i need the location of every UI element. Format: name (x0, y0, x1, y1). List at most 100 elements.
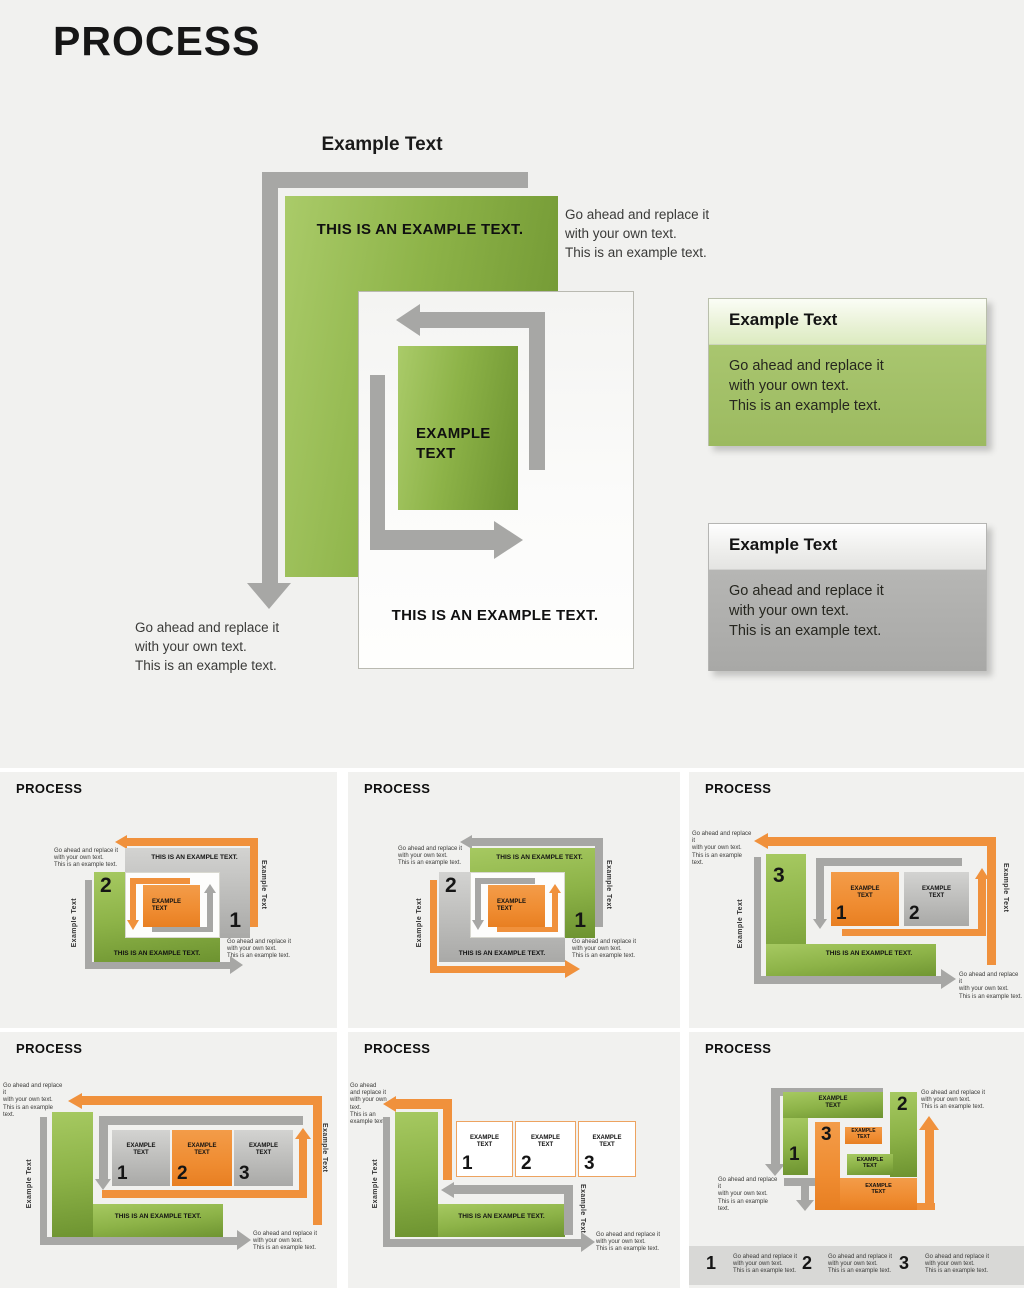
note-line: with your own text. (135, 639, 247, 655)
orange-arrow-shaft (299, 1139, 307, 1194)
gray-arrow-shaft (784, 1178, 815, 1186)
step3-number: 3 (773, 864, 785, 887)
gray-arrow-shaft (529, 312, 545, 470)
note-left: Go ahead and replace it with your own te… (135, 618, 330, 675)
note-line: This is an example text. (925, 1268, 989, 1275)
thumb-title: PROCESS (16, 781, 83, 796)
orange-small-box: EXAMPLE TEXT (845, 1127, 882, 1144)
callout-body: Go ahead and replace it with your own te… (709, 345, 986, 446)
step1-number: 1 (574, 909, 586, 932)
note-line: This is an example text. (398, 860, 462, 867)
legend-number-2: 2 (802, 1253, 813, 1273)
gray-arrow-shaft (100, 1116, 303, 1125)
gray-arrow-shaft (99, 1116, 108, 1179)
step2-number: 2 (100, 874, 112, 897)
thumbnail-process-4[interactable]: PROCESS Go ahead and replace it with you… (0, 1032, 337, 1288)
note-line: This is an example text. (921, 1104, 985, 1111)
gray-arrow-shaft (152, 927, 213, 932)
label-text: TEXT (537, 1142, 554, 1149)
arrow-up-icon (919, 1116, 939, 1130)
thumbnail-process-5[interactable]: PROCESS Go ahead and replace it with you… (348, 1032, 680, 1288)
note-line: with your own text. (565, 226, 677, 242)
label-text: TEXT (194, 1150, 210, 1157)
note-line: This is an example text. (227, 953, 291, 960)
step3-box: EXAMPLE TEXT 3 (234, 1130, 293, 1186)
center-box-label: EXAMPLE TEXT (152, 899, 181, 913)
arrow-right-icon (581, 1232, 595, 1252)
arrow-down-icon (247, 583, 291, 609)
note-left: Go ahead and replace it with your own te… (718, 1177, 780, 1213)
arrow-down-icon (95, 1179, 111, 1190)
arrow-left-icon (754, 833, 768, 849)
step1-number: 1 (789, 1144, 800, 1165)
note-bottom-right: Go ahead and replace it with your own te… (572, 939, 654, 961)
gray-arrow-shaft (801, 1178, 809, 1200)
side-label-right: Example Text (579, 1184, 586, 1234)
label-text: TEXT (476, 1142, 493, 1149)
note-line: This is an example text. (253, 1245, 317, 1252)
note-line: Go ahead and replace it (921, 1090, 986, 1096)
note-line: This is an example text. (3, 1104, 54, 1118)
callout-gray: Example Text Go ahead and replace it wit… (708, 523, 987, 671)
note-line: This is an example text. (729, 623, 882, 639)
side-label-left: Example Text (416, 898, 423, 948)
step3-label: THIS IS AN EXAMPLE TEXT. (802, 950, 936, 958)
diagram-heading: Example Text (321, 134, 443, 155)
note-line: Go ahead and replace it (253, 1231, 318, 1237)
orange-small-label: EXAMPLE TEXT (845, 1128, 882, 1141)
thumb-title: PROCESS (364, 1041, 431, 1056)
step1-label: THIS IS AN EXAMPLE TEXT. (147, 854, 242, 862)
arrow-up-icon (204, 884, 216, 893)
legend-number-1: 1 (706, 1253, 717, 1273)
note-line: This is an example text. (718, 1198, 769, 1212)
arrow-left-icon (115, 835, 127, 849)
note-line: with your own text. (729, 603, 850, 619)
orange-arrow-shaft (978, 879, 986, 936)
orange-arrow-shaft (552, 893, 558, 932)
label-text: EXAMPLE (248, 1143, 278, 1149)
note-right: Go ahead and replace it with your own te… (921, 1090, 987, 1112)
orange-arrow-shaft (925, 1130, 934, 1210)
note-line: Go ahead (350, 1083, 377, 1089)
green-sub-label: EXAMPLE TEXT (847, 1157, 893, 1170)
green-top-box: EXAMPLE TEXT (783, 1092, 883, 1118)
thumbnail-process-1[interactable]: PROCESS Go ahead and replace it with you… (0, 772, 337, 1028)
step2-label: THIS IS AN EXAMPLE TEXT. (443, 950, 561, 958)
legend-strip: 1 Go ahead and replace it with your own … (689, 1246, 1024, 1285)
arrow-right-icon (494, 521, 523, 559)
step2-box: 2 (890, 1092, 917, 1177)
label-text: EXAMPLE (530, 1135, 560, 1141)
side-label-right: Example Text (321, 1123, 328, 1173)
note-line: text. (350, 1104, 362, 1111)
step2-number: 2 (445, 874, 457, 897)
center-step-label-line1: EXAMPLE (416, 425, 491, 442)
label-text: TEXT (133, 1150, 149, 1157)
callout-header: Example Text (709, 299, 986, 345)
thumbnail-process-2[interactable]: PROCESS Go ahead and replace it with you… (348, 772, 680, 1028)
side-label-right: Example Text (605, 860, 612, 910)
step3-number: 3 (239, 1163, 250, 1184)
green-l-box (395, 1112, 438, 1237)
label-text: EXAMPLE (921, 886, 951, 892)
label-text: THIS IS AN EXAMPLE TEXT. (151, 854, 238, 861)
note-line: This is an example text. (565, 245, 707, 261)
label-text: TEXT (928, 893, 945, 900)
gray-arrow-shaft (262, 172, 278, 584)
note-line: and replace it (350, 1090, 387, 1097)
step3-box-bottom (766, 944, 936, 979)
orange-arrow-shaft (430, 880, 437, 973)
gray-arrow-shaft (383, 1239, 581, 1247)
note-line: with your own text. (718, 1191, 768, 1198)
orange-arrow-shaft (987, 837, 996, 965)
arrow-up-icon (295, 1128, 311, 1139)
arrow-down-icon (127, 920, 139, 930)
orange-arrow-shaft (82, 1096, 313, 1105)
gray-arrow-shaft (472, 838, 596, 846)
note-bottom-right: Go ahead and replace it with your own te… (253, 1231, 325, 1253)
thumbnail-process-3[interactable]: PROCESS Go ahead and replace it with you… (689, 772, 1024, 1028)
note-line: This is an example text. (692, 852, 743, 866)
thumbnail-process-6[interactable]: PROCESS EXAMPLE TEXT 2 1 3 EXAMPLE TEXT … (689, 1032, 1024, 1288)
note-line: with your own text. (925, 1261, 975, 1268)
note-line: Go ahead and replace it (692, 831, 752, 845)
label-text: EXAMPLE (851, 1128, 876, 1134)
